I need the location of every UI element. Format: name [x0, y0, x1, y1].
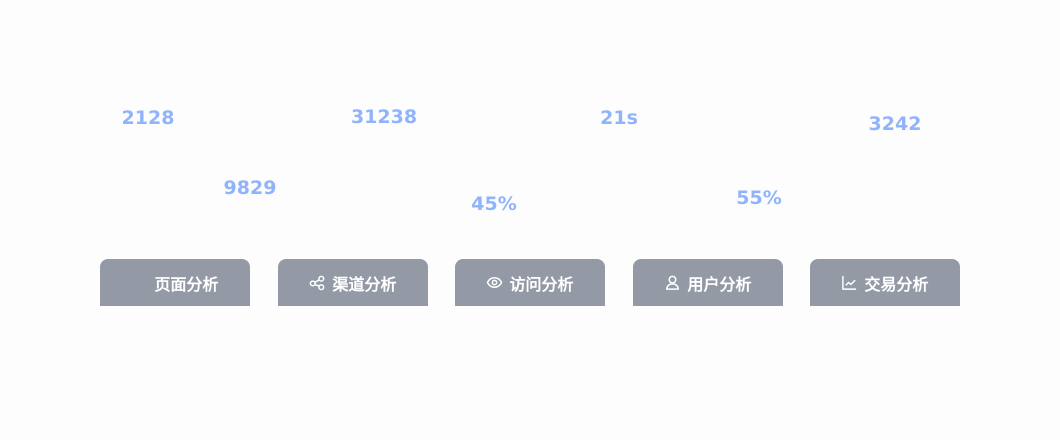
tab-transaction-analysis[interactable]: 交易分析 — [810, 259, 960, 306]
metric-value: 45% — [471, 193, 517, 215]
metric-value: 31238 — [350, 106, 418, 128]
tab-channel-analysis[interactable]: 渠道分析 — [278, 259, 428, 306]
blank-icon — [131, 274, 148, 291]
line-chart-icon — [842, 275, 857, 290]
metric-value: 21s — [600, 107, 638, 129]
tab-page-analysis[interactable]: 页面分析 — [100, 259, 250, 306]
metric-value: 9829 — [223, 177, 277, 199]
tab-label: 页面分析 — [154, 274, 219, 294]
metric-value: 55% — [736, 187, 782, 209]
tab-label: 访问分析 — [509, 274, 574, 294]
metric-value: 3242 — [868, 113, 922, 135]
user-icon — [666, 275, 680, 290]
tab-user-analysis[interactable]: 用户分析 — [633, 259, 783, 306]
metric-value: 2128 — [121, 107, 175, 129]
tab-label: 渠道分析 — [332, 274, 397, 294]
eye-icon — [487, 277, 503, 288]
tab-visit-analysis[interactable]: 访问分析 — [455, 259, 605, 306]
tab-label: 用户分析 — [687, 274, 752, 294]
tab-label: 交易分析 — [864, 274, 929, 294]
share-nodes-icon — [310, 275, 325, 291]
